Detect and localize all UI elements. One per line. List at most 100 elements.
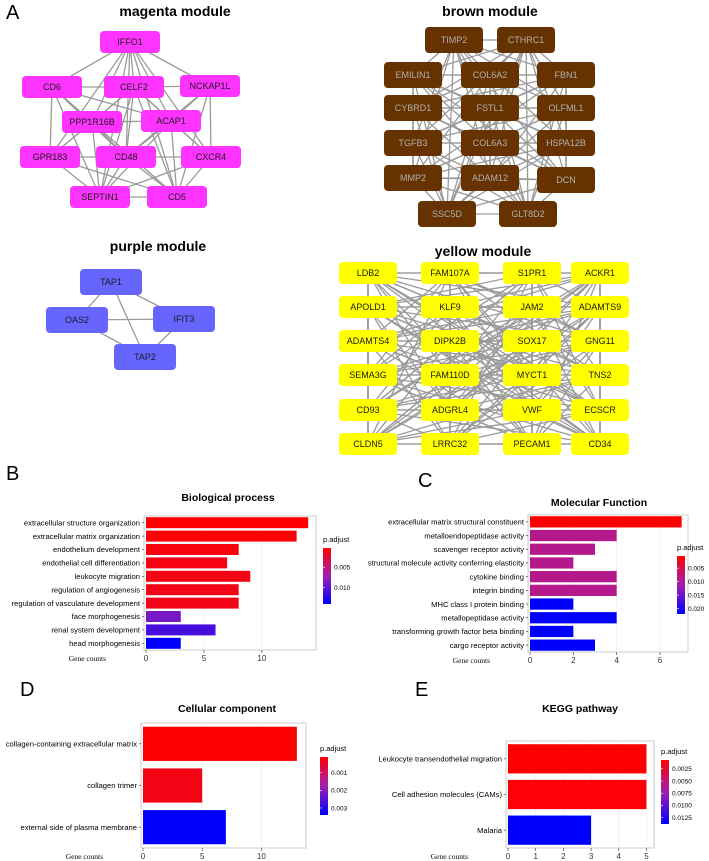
x-tick-label: 4 xyxy=(617,852,622,861)
gene-node-box xyxy=(181,146,241,168)
legend-tick-label: 0.002 xyxy=(331,788,348,795)
gene-node-label: FBN1 xyxy=(554,70,577,80)
gene-node-label: CTHRC1 xyxy=(508,35,545,45)
bar-mhc-class-i-protein-binding xyxy=(530,598,574,610)
network-edge xyxy=(133,86,178,198)
gene-node-box xyxy=(537,167,595,193)
gene-node-cd93: CD93 xyxy=(339,399,397,421)
gene-node-cd5: CD5 xyxy=(147,186,207,208)
gene-node-box xyxy=(571,399,629,421)
gene-node-label: CELF2 xyxy=(120,82,148,92)
gene-node-adamts4: ADAMTS4 xyxy=(339,330,397,352)
gene-node-label: FAM110D xyxy=(430,370,470,380)
x-tick-label: 3 xyxy=(589,852,594,861)
chart-title: Molecular Function xyxy=(551,497,647,509)
molecular-function-chart: Molecular Function extracellular matrix s… xyxy=(368,497,705,665)
legend-title: p.adjust xyxy=(661,747,688,756)
category-label: extracellular matrix structural constitu… xyxy=(388,518,525,527)
gene-node-box xyxy=(497,27,555,53)
panel-label-a: A xyxy=(6,2,20,24)
gene-node-label: GNG11 xyxy=(585,336,615,346)
panel-label-c: C xyxy=(418,470,432,492)
gene-node-label: CD34 xyxy=(588,439,611,449)
gene-node-box xyxy=(114,344,176,370)
gene-node-col6a3: COL6A3 xyxy=(461,130,519,156)
purple-module-title: purple module xyxy=(110,238,207,254)
gene-node-cd6: CD6 xyxy=(22,76,82,98)
category-label: face morphogenesis xyxy=(72,612,141,621)
gene-node-box xyxy=(461,62,519,88)
gene-node-label: OAS2 xyxy=(65,315,89,325)
gene-node-sema3g: SEMA3G xyxy=(339,364,397,386)
network-edge xyxy=(489,74,567,179)
gene-node-col6a2: COL6A2 xyxy=(461,62,519,88)
gene-node-box xyxy=(80,269,142,295)
legend-tick-label: 0.003 xyxy=(331,805,348,812)
bar-endothelium-development xyxy=(146,544,239,555)
legend-colorbar xyxy=(677,556,685,614)
gene-node-label: TNS2 xyxy=(588,370,611,380)
category-label: collagen trimer xyxy=(87,781,137,790)
gene-node-box xyxy=(384,165,442,191)
gene-node-box xyxy=(418,201,476,227)
gene-node-gpr183: GPR183 xyxy=(20,146,80,168)
x-axis-title: Gene counts xyxy=(66,852,103,861)
gene-node-fstl1: FSTL1 xyxy=(461,95,519,121)
gene-node-box xyxy=(384,95,442,121)
gene-node-myct1: MYCT1 xyxy=(503,364,561,386)
legend-tick-label: 0.010 xyxy=(334,585,351,592)
legend-colorbar xyxy=(320,757,328,815)
gene-node-ppp1r16b: PPP1R16B xyxy=(62,111,122,133)
gene-node-tgfb3: TGFB3 xyxy=(384,130,442,156)
gene-node-box xyxy=(537,95,595,121)
x-tick-label: 4 xyxy=(614,656,619,665)
network-edge xyxy=(367,409,601,445)
bar-cytokine-binding xyxy=(530,571,617,583)
gene-node-tap2: TAP2 xyxy=(114,344,176,370)
gene-node-box xyxy=(421,433,479,455)
category-label: Cell adhesion molecules (CAMs) xyxy=(392,790,503,799)
gene-node-sox17: SOX17 xyxy=(503,330,561,352)
bar-cell-adhesion-molecules-cams xyxy=(508,779,647,810)
gene-node-apold1: APOLD1 xyxy=(339,296,397,318)
network-edge xyxy=(527,107,567,215)
gene-node-label: TIMP2 xyxy=(441,35,468,45)
gene-node-box xyxy=(20,146,80,168)
gene-node-label: ACAP1 xyxy=(156,116,186,126)
legend-tick-label: 0.0125 xyxy=(672,815,692,822)
x-tick-label: 0 xyxy=(141,852,146,861)
brown-module-title: brown module xyxy=(442,3,538,19)
gene-node-glt8d2: GLT8D2 xyxy=(499,201,557,227)
gene-node-label: COL6A3 xyxy=(473,138,508,148)
gene-node-label: CYBRD1 xyxy=(395,103,432,113)
category-label: scavenger receptor activity xyxy=(434,545,525,554)
gene-node-box xyxy=(421,364,479,386)
gene-node-adam12: ADAM12 xyxy=(461,165,519,191)
gene-node-label: CD6 xyxy=(43,82,61,92)
gene-node-label: JAM2 xyxy=(520,302,543,312)
gene-node-box xyxy=(571,330,629,352)
gene-node-cd48: CD48 xyxy=(96,146,156,168)
gene-node-box xyxy=(503,399,561,421)
gene-node-ecscr: ECSCR xyxy=(571,399,629,421)
gene-node-label: CD93 xyxy=(356,405,379,415)
gene-node-box xyxy=(499,201,557,227)
gene-node-box xyxy=(141,110,201,132)
gene-node-timp2: TIMP2 xyxy=(425,27,483,53)
gene-node-oas2: OAS2 xyxy=(46,307,108,333)
gene-node-box xyxy=(425,27,483,53)
gene-node-label: TGFB3 xyxy=(398,138,427,148)
category-label: extracellular structure organization xyxy=(24,518,140,527)
category-label: transforming growth factor beta binding xyxy=(392,627,524,636)
gene-node-label: MYCT1 xyxy=(517,370,548,380)
x-axis-title: Gene counts xyxy=(69,654,106,663)
gene-node-label: ECSCR xyxy=(584,405,616,415)
legend-tick-label: 0.005 xyxy=(688,565,705,572)
gene-node-lrrc32: LRRC32 xyxy=(421,433,479,455)
legend-tick-label: 0.020 xyxy=(688,606,705,613)
